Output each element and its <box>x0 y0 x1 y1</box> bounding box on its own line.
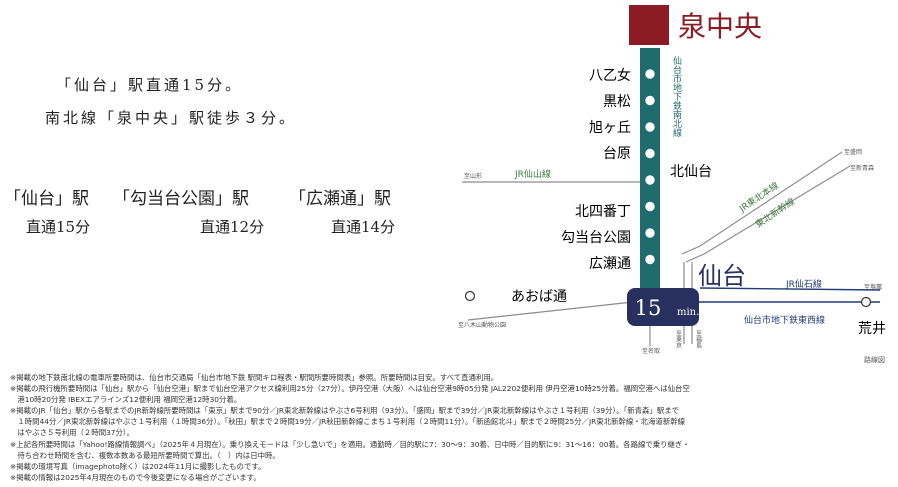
dest-label: 至新青森 <box>850 164 874 172</box>
senseki-label: JR仙石線 <box>785 278 822 290</box>
arai-label: 荒井 <box>858 321 886 337</box>
dest-label: 至盛岡 <box>844 148 862 156</box>
hub-label: 仙台 <box>698 262 746 290</box>
dest-label: 至名取 <box>642 347 660 355</box>
summary-time-sendai: 直通15分 <box>26 218 91 236</box>
arai-dot <box>860 296 872 308</box>
station-dot <box>644 147 656 160</box>
namboku-line <box>640 48 660 288</box>
footnote: ※掲載の飛行機所要時間は「仙台」駅から「仙台空港」駅まで仙台空港アクセス線利用2… <box>10 384 690 394</box>
summary-station-kotodai: 「勾当台公園」駅 <box>113 189 249 209</box>
hub-time: 15 <box>635 296 662 320</box>
station-dot <box>644 253 656 266</box>
dest-label: 至八木山動物公園 <box>458 321 506 329</box>
station-label: 旭ヶ丘 <box>589 120 631 136</box>
terminal-label: 泉中央 <box>678 10 762 43</box>
headline-line1: 「仙台」駅直通15分。 <box>56 76 244 94</box>
footnotes: ※掲載の地下鉄南北線の電車所要時間は、仙台市交通局「仙台市地下鉄 駅間キロ程表・… <box>10 372 890 483</box>
headline-line2: 南北線「泉中央」駅徒歩３分。 <box>45 109 298 127</box>
dest-label: 至山形 <box>464 172 482 180</box>
namboku-label: 仙台市地下鉄南北線 <box>671 55 682 137</box>
station-dot <box>644 68 656 80</box>
tozai-west-line <box>467 301 634 321</box>
footnote: １時間44分／JR東北新幹線はやぶさ１号利用（１時間36分）。「秋田」駅まで２時… <box>10 417 685 427</box>
footnote: ※掲載の地下鉄南北線の電車所要時間は、仙台市交通局「仙台市地下鉄 駅間キロ程表・… <box>10 373 499 382</box>
summary-station-sendai: 「仙台」駅 <box>4 189 89 209</box>
summary-time-kotodai: 直通12分 <box>200 218 265 236</box>
dest-label: 至塩竈 <box>864 283 882 291</box>
footnote: はやぶさ５号利用（２時間37分）。 <box>10 428 134 438</box>
station-dot <box>644 227 656 239</box>
station-label: 勾当台公園 <box>561 230 631 246</box>
station-label: 台原 <box>603 146 631 162</box>
hub-unit: min. <box>677 307 699 318</box>
summary-time-hirosedori: 直通14分 <box>331 218 396 236</box>
station-label: 北四番丁 <box>575 204 631 220</box>
station-dot <box>644 121 656 133</box>
footnote: ※上記各所要時間は「Yahoo!路線情報調べ」（2025年４月現在）。乗り換えモ… <box>10 439 690 449</box>
station-label: 北仙台 <box>670 164 712 180</box>
shinkansen-line <box>685 165 851 263</box>
footnote: ※掲載のJR「仙台」駅から各駅までのJR新幹線所要時間は「東京」駅まで90分／J… <box>10 406 680 416</box>
summary-station-hirosedori: 「広瀬通」駅 <box>289 189 391 209</box>
tohoku-line <box>681 151 843 255</box>
station-label: 黒松 <box>603 94 631 110</box>
hub-box <box>627 288 699 326</box>
footnote: ※掲載の環境写真（imagephoto除く）は2024年11月に撮影したものです… <box>10 461 266 471</box>
senseki-line <box>699 287 881 291</box>
station-dot <box>644 174 656 186</box>
station-dot <box>644 200 656 213</box>
station-dot <box>644 94 656 107</box>
route-map: 泉中央 八乙女 黒松 旭ヶ丘 台原 北仙台 北四番丁 勾当台公園 広瀬通 仙台 … <box>458 5 886 364</box>
tozai-label: 仙台市地下鉄東西線 <box>744 314 825 326</box>
terminal-marker <box>629 5 669 45</box>
station-label: 八乙女 <box>589 67 631 84</box>
footnote: 港10時20分発 IBEXエアラインズ12便利用 福岡空港12時30分着。 <box>10 395 242 405</box>
aoba-label: あおば通 <box>511 289 567 305</box>
route-map-caption: 路線図 <box>864 355 885 364</box>
station-label: 広瀬通 <box>589 256 631 272</box>
footnote: ※掲載の情報は2025年4月現在のもので今後変更になる場合がございます。 <box>10 472 261 482</box>
aoba-dot <box>464 290 476 302</box>
footnote: 待ち合わせ時間を含む、複数本数ある最短所要時間で算出。（ ）内は日中時。 <box>10 450 280 460</box>
dest-label: 至福島 <box>695 330 702 349</box>
senzan-label: JR仙山線 <box>514 168 551 180</box>
dest-label: 至東京 <box>675 330 682 349</box>
